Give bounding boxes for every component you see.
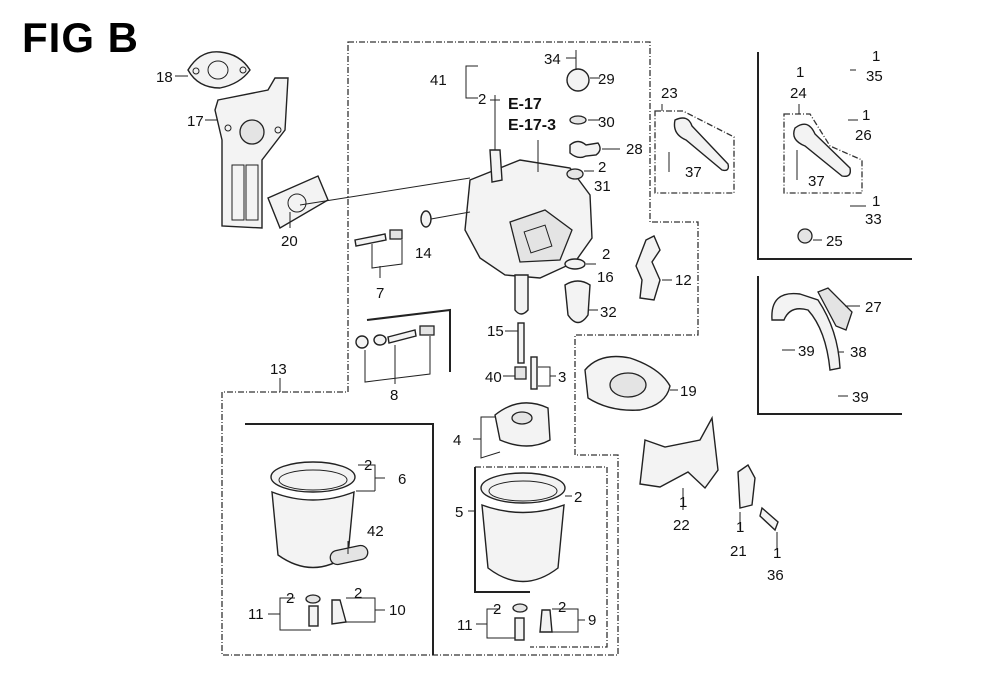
callout-40: 40 (485, 369, 502, 386)
parts-art (187, 50, 853, 641)
callout-22: 22 (673, 517, 690, 534)
callout-7: 7 (376, 285, 384, 302)
callout-36: 36 (767, 567, 784, 584)
callout-11-left: 11 (248, 606, 264, 623)
callout-4: 4 (453, 432, 461, 449)
part-carburetor-body (464, 95, 593, 315)
callout-1-21: 1 (736, 519, 744, 536)
part-12-float-pin (635, 235, 661, 301)
part-18-gasket (187, 51, 251, 89)
callout-2-31: 2 (598, 159, 606, 176)
part-4-float (494, 402, 551, 447)
part-29-30-28-31 (566, 50, 601, 180)
part-23-throttle-lever (673, 117, 730, 172)
part-16-oring (564, 258, 586, 270)
part-21-36 (737, 463, 779, 532)
ref-e-17: E-17 (508, 96, 542, 113)
callout-13: 13 (270, 361, 287, 378)
part-25-spring (797, 228, 813, 244)
callout-labels: 18 17 20 41 2 E-17 E-17-3 34 29 30 28 2 … (156, 48, 883, 634)
callout-14: 14 (415, 245, 432, 262)
callout-2-11-right: 2 (493, 601, 501, 618)
boundary-choke-lever (783, 113, 863, 194)
part-24-choke-lever (793, 123, 852, 178)
part-22-stay (639, 415, 719, 490)
callout-25: 25 (826, 233, 843, 250)
callout-2-top: 2 (478, 91, 486, 108)
part-5-float-chamber (480, 472, 566, 641)
callout-24: 24 (790, 85, 807, 102)
figure-title: FIG B (22, 14, 139, 61)
callout-12: 12 (675, 272, 692, 289)
boundary-choke-group (757, 52, 912, 260)
callout-3: 3 (558, 369, 566, 386)
callout-20: 20 (281, 233, 298, 250)
part-20-gasket (267, 175, 471, 230)
callout-31: 31 (594, 178, 611, 195)
callout-34: 34 (544, 51, 561, 68)
callout-2-10: 2 (354, 585, 362, 602)
callout-1-36: 1 (773, 545, 781, 562)
part-14-screw (420, 210, 471, 228)
boundary-tube-group (757, 276, 902, 415)
callout-17: 17 (187, 113, 204, 130)
callout-1-24: 1 (796, 64, 804, 81)
callout-2-16: 2 (602, 246, 610, 263)
callout-2-5: 2 (574, 489, 582, 506)
callout-28: 28 (626, 141, 643, 158)
callout-16: 16 (597, 269, 614, 286)
callout-21: 21 (730, 543, 747, 560)
callout-19: 19 (680, 383, 697, 400)
callout-29: 29 (598, 71, 615, 88)
callout-1-26: 1 (862, 107, 870, 124)
callout-33: 33 (865, 211, 882, 228)
callout-1-35: 1 (872, 48, 880, 65)
callout-42: 42 (367, 523, 384, 540)
callout-37-left: 37 (685, 164, 702, 181)
part-27-38-tubes (771, 287, 853, 371)
callout-30: 30 (598, 114, 615, 131)
part-7-pilot-screw (354, 229, 403, 247)
callout-23: 23 (661, 85, 678, 102)
callout-1-22: 1 (679, 494, 687, 511)
callout-38: 38 (850, 344, 867, 361)
callout-6: 6 (398, 471, 406, 488)
callout-9: 9 (588, 612, 596, 629)
boundary-screw-set-8 (366, 308, 451, 372)
part-32-jet-holder (564, 280, 591, 324)
callout-2-6: 2 (364, 457, 372, 474)
boundary-throttle-lever (654, 110, 735, 194)
callout-37-right: 37 (808, 173, 825, 190)
callout-2-9: 2 (558, 599, 566, 616)
callout-2-11-left: 2 (286, 590, 294, 607)
callout-39-top: 39 (798, 343, 815, 360)
part-6-float-chamber (270, 461, 369, 627)
callout-39-bottom: 39 (852, 389, 869, 406)
boundary-float-chamber-5 (475, 466, 608, 648)
boundary-carburetor-assy (221, 41, 699, 656)
boundary-float-chamber-5-left (474, 467, 530, 593)
callout-35: 35 (866, 68, 883, 85)
boundary-float-chamber-6 (245, 423, 434, 655)
callout-15: 15 (487, 323, 504, 340)
callout-41: 41 (430, 72, 447, 89)
callout-5: 5 (455, 504, 463, 521)
callout-32: 32 (600, 304, 617, 321)
callout-8: 8 (390, 387, 398, 404)
callout-27: 27 (865, 299, 882, 316)
part-17-bracket (214, 77, 289, 229)
leader-lines (175, 57, 866, 639)
callout-18: 18 (156, 69, 173, 86)
callout-1-33: 1 (872, 193, 880, 210)
ref-e-17-3: E-17-3 (508, 117, 556, 134)
callout-11-right: 11 (457, 617, 473, 634)
callout-26: 26 (855, 127, 872, 144)
part-19-insulator (584, 355, 671, 411)
part-15-40-3 (514, 322, 538, 390)
callout-10: 10 (389, 602, 406, 619)
group-boundaries (221, 41, 912, 656)
part-8-screw-set (355, 325, 435, 349)
